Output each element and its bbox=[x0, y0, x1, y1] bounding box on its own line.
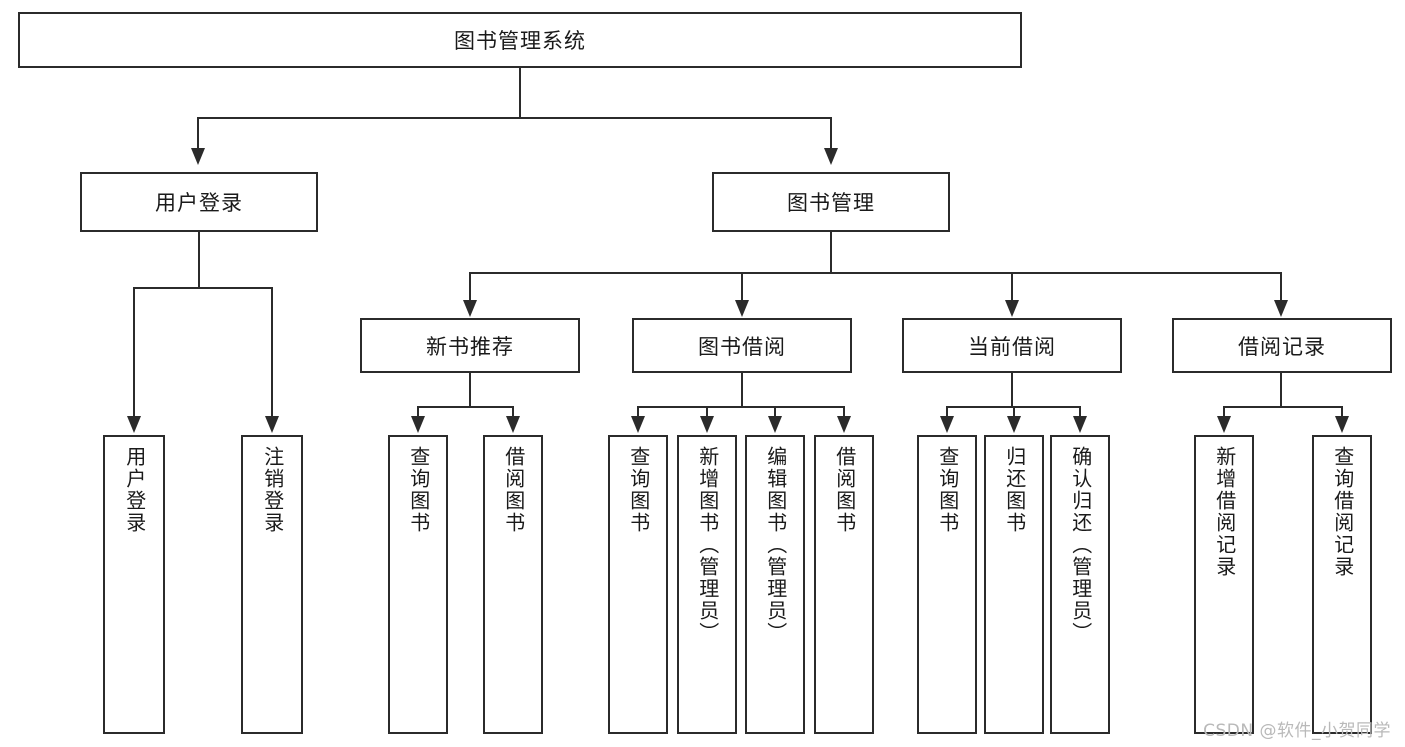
node-label: 图书管理系统 bbox=[454, 29, 586, 53]
edge-borrow-record-bar bbox=[1223, 406, 1343, 408]
node-label: 借阅记录 bbox=[1238, 334, 1326, 359]
node-leaf-logout[interactable]: 注销登录 bbox=[241, 435, 303, 734]
node-leaf-add-record[interactable]: 新增借阅记录 bbox=[1194, 435, 1254, 734]
arrow-current-borrow-to-leaf-3 bbox=[1073, 416, 1087, 433]
node-label: 用户登录 bbox=[155, 191, 243, 215]
edge-book-manage-bar bbox=[469, 272, 1281, 274]
arrow-borrow-record-to-leaf-2 bbox=[1335, 416, 1349, 433]
node-leaf-borrow-book-1[interactable]: 借阅图书 bbox=[483, 435, 543, 734]
edge-root-bar bbox=[197, 117, 831, 119]
edge-book-borrow-to-leaf-3 bbox=[774, 406, 776, 418]
arrow-book-manage-to-current-borrow bbox=[1005, 300, 1019, 317]
edge-current-borrow-stem bbox=[1011, 373, 1013, 408]
arrow-book-borrow-to-leaf-2 bbox=[700, 416, 714, 433]
edge-book-manage-stem bbox=[830, 232, 832, 273]
node-leaf-query-book-3[interactable]: 查询图书 bbox=[917, 435, 977, 734]
edge-book-borrow-to-leaf-1 bbox=[637, 406, 639, 418]
node-label: 确认归还（管理员） bbox=[1068, 446, 1093, 644]
edge-book-manage-to-book-borrow bbox=[741, 272, 743, 302]
node-leaf-add-book[interactable]: 新增图书（管理员） bbox=[677, 435, 737, 734]
arrow-user-login-to-leaf-1 bbox=[127, 416, 141, 433]
arrow-root-to-book-manage bbox=[824, 148, 838, 165]
edge-book-manage-to-borrow-record bbox=[1280, 272, 1282, 302]
edge-borrow-record-to-leaf-2 bbox=[1341, 406, 1343, 418]
edge-book-manage-to-new-book-rec bbox=[469, 272, 471, 302]
edge-new-book-rec-to-leaf-1 bbox=[417, 406, 419, 418]
edge-user-login-to-leaf-2 bbox=[271, 287, 273, 418]
edge-user-login-bar bbox=[133, 287, 272, 289]
edge-current-borrow-to-leaf-3 bbox=[1079, 406, 1081, 418]
node-label: 注销登录 bbox=[260, 446, 285, 534]
node-leaf-return-book[interactable]: 归还图书 bbox=[984, 435, 1044, 734]
node-label: 新书推荐 bbox=[426, 334, 514, 359]
node-leaf-query-record[interactable]: 查询借阅记录 bbox=[1312, 435, 1372, 734]
arrow-new-book-rec-to-leaf-2 bbox=[506, 416, 520, 433]
node-borrow-record[interactable]: 借阅记录 bbox=[1172, 318, 1392, 373]
node-leaf-query-book-2[interactable]: 查询图书 bbox=[608, 435, 668, 734]
arrow-book-manage-to-book-borrow bbox=[735, 300, 749, 317]
edge-root-to-book-manage bbox=[830, 117, 832, 150]
edge-new-book-rec-bar bbox=[417, 406, 514, 408]
arrow-book-borrow-to-leaf-3 bbox=[768, 416, 782, 433]
node-label: 查询图书 bbox=[626, 446, 651, 534]
node-leaf-edit-book[interactable]: 编辑图书（管理员） bbox=[745, 435, 805, 734]
node-label: 借阅图书 bbox=[832, 446, 857, 534]
node-leaf-borrow-book-2[interactable]: 借阅图书 bbox=[814, 435, 874, 734]
arrow-book-manage-to-borrow-record bbox=[1274, 300, 1288, 317]
edge-current-borrow-to-leaf-2 bbox=[1013, 406, 1015, 418]
arrow-book-borrow-to-leaf-4 bbox=[837, 416, 851, 433]
edge-book-borrow-stem bbox=[741, 373, 743, 408]
node-book-borrow[interactable]: 图书借阅 bbox=[632, 318, 852, 373]
arrow-new-book-rec-to-leaf-1 bbox=[411, 416, 425, 433]
arrow-current-borrow-to-leaf-1 bbox=[940, 416, 954, 433]
edge-root-to-user-login bbox=[197, 117, 199, 150]
edge-borrow-record-stem bbox=[1280, 373, 1282, 408]
node-label: 查询借阅记录 bbox=[1330, 446, 1355, 578]
node-current-borrow[interactable]: 当前借阅 bbox=[902, 318, 1122, 373]
edge-book-borrow-bar bbox=[637, 406, 845, 408]
edge-new-book-rec-to-leaf-2 bbox=[512, 406, 514, 418]
node-leaf-query-book-1[interactable]: 查询图书 bbox=[388, 435, 448, 734]
node-label: 新增图书（管理员） bbox=[695, 446, 720, 644]
node-label: 图书管理 bbox=[787, 191, 875, 215]
edge-user-login-to-leaf-1 bbox=[133, 287, 135, 418]
edge-book-borrow-to-leaf-4 bbox=[843, 406, 845, 418]
node-label: 查询图书 bbox=[935, 446, 960, 534]
arrow-book-manage-to-new-book-rec bbox=[463, 300, 477, 317]
node-label: 图书借阅 bbox=[698, 334, 786, 359]
arrow-root-to-user-login bbox=[191, 148, 205, 165]
edge-root-stem bbox=[519, 68, 521, 118]
node-label: 借阅图书 bbox=[501, 446, 526, 534]
node-user-login[interactable]: 用户登录 bbox=[80, 172, 318, 232]
node-label: 用户登录 bbox=[122, 446, 147, 534]
node-label: 编辑图书（管理员） bbox=[763, 446, 788, 644]
node-label: 归还图书 bbox=[1002, 446, 1027, 534]
node-root-system[interactable]: 图书管理系统 bbox=[18, 12, 1022, 68]
watermark-text: CSDN @软件_小贺同学 bbox=[1203, 721, 1391, 741]
arrow-borrow-record-to-leaf-1 bbox=[1217, 416, 1231, 433]
edge-book-borrow-to-leaf-2 bbox=[706, 406, 708, 418]
node-new-book-rec[interactable]: 新书推荐 bbox=[360, 318, 580, 373]
node-label: 查询图书 bbox=[406, 446, 431, 534]
node-book-manage[interactable]: 图书管理 bbox=[712, 172, 950, 232]
node-leaf-user-login[interactable]: 用户登录 bbox=[103, 435, 165, 734]
edge-current-borrow-to-leaf-1 bbox=[946, 406, 948, 418]
arrow-user-login-to-leaf-2 bbox=[265, 416, 279, 433]
node-label: 新增借阅记录 bbox=[1212, 446, 1237, 578]
edge-user-login-stem bbox=[198, 232, 200, 288]
edge-new-book-rec-stem bbox=[469, 373, 471, 408]
edge-borrow-record-to-leaf-1 bbox=[1223, 406, 1225, 418]
node-label: 当前借阅 bbox=[968, 334, 1056, 359]
arrow-current-borrow-to-leaf-2 bbox=[1007, 416, 1021, 433]
edge-book-manage-to-current-borrow bbox=[1011, 272, 1013, 302]
node-leaf-confirm-return[interactable]: 确认归还（管理员） bbox=[1050, 435, 1110, 734]
arrow-book-borrow-to-leaf-1 bbox=[631, 416, 645, 433]
